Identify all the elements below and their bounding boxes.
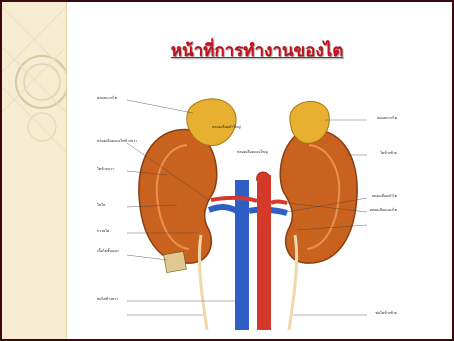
label-left-kidney: ไตข้างซ้าย [380, 151, 397, 155]
label-renal-vein: หลอดเลือดดำไต [372, 194, 397, 198]
label-ureter-left: ท่อไตข้างซ้าย [376, 311, 397, 315]
kidney-illustration [97, 85, 397, 330]
label-adrenal-left: ต่อมหมวกไต [97, 96, 117, 100]
label-renal-artery: หลอดเลือดแดงไต [369, 208, 397, 212]
slide-title: หน้าที่การทำงานของไต [122, 37, 392, 64]
label-right-kidney: ไตข้างขวา [97, 167, 114, 171]
label-renal-pelvis: กรวยไต [97, 229, 109, 233]
kidney-anatomy-figure: ต่อมหมวกไต หลอดเลือดแดงไตข้างขวา ไตข้างข… [97, 85, 397, 330]
label-medulla: ไขไต [97, 203, 105, 207]
label-cortex: เนื้อไตชั้นนอก [97, 249, 119, 253]
label-ureter-right: ท่อไตข้างขวา [97, 297, 118, 301]
decorative-circles-icon [2, 2, 66, 341]
label-renal-artery-right: หลอดเลือดแดงไตข้างขวา [97, 139, 137, 143]
label-adrenal-right: ต่อมหมวกไต [377, 116, 397, 120]
decorative-side-panel [2, 2, 67, 341]
label-vena-cava: หลอดเลือดดำใหญ่ [212, 125, 241, 129]
label-aorta: หลอดเลือดแดงใหญ่ [237, 150, 268, 154]
